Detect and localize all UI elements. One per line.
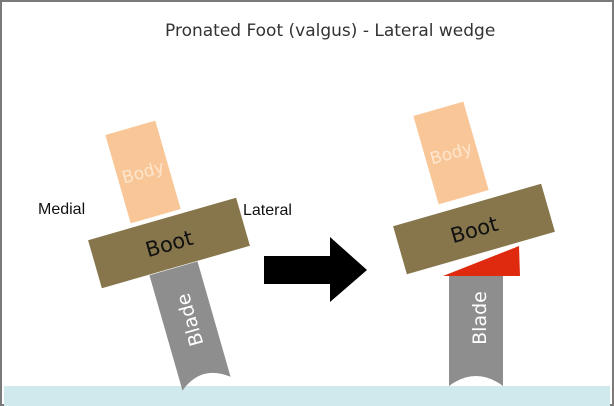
- left-blade-shape: [149, 261, 231, 391]
- left-body: Body: [105, 120, 181, 224]
- right-body: Body: [413, 101, 489, 205]
- diagram-title: Pronated Foot (valgus) - Lateral wedge: [165, 21, 496, 41]
- lateral-label: Lateral: [243, 202, 292, 219]
- right-blade-label: Blade: [469, 291, 491, 345]
- left-skate-figure: Blade Body Boot: [88, 120, 250, 391]
- medial-label: Medial: [38, 201, 86, 218]
- left-blade: Blade: [149, 261, 231, 391]
- right-arrow-icon: [264, 237, 367, 302]
- right-blade-shape: [449, 276, 503, 386]
- right-boot-shape: [393, 183, 555, 275]
- left-boot: Boot: [88, 197, 250, 289]
- right-boot: Boot: [393, 183, 555, 275]
- lateral-wedge: [443, 246, 520, 276]
- right-skate-figure: Blade Body Boot: [393, 101, 555, 386]
- right-body-shape: [413, 101, 489, 205]
- left-body-shape: [105, 120, 181, 224]
- left-boot-shape: [88, 197, 250, 289]
- ice-surface: [4, 386, 610, 406]
